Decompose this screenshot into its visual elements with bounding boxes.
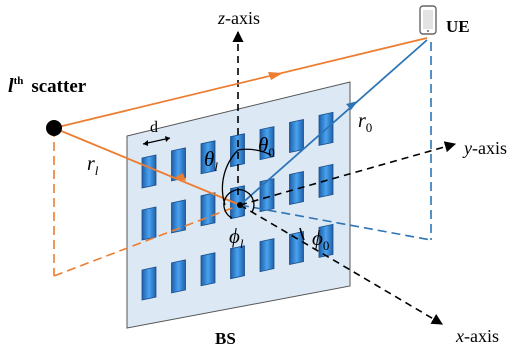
ue-path-arrowhead <box>346 101 358 110</box>
origin-point <box>237 202 243 208</box>
antenna-element <box>230 245 245 280</box>
antenna-element <box>200 140 216 175</box>
y-axis-label: y-axis <box>462 138 507 158</box>
scatter-to-bs-path <box>53 127 241 206</box>
antenna-array <box>141 111 334 301</box>
antenna-element <box>289 171 304 205</box>
z-axis-label: z-axis <box>217 8 260 28</box>
antenna-element <box>200 192 216 227</box>
r-l-label: rl <box>87 153 99 178</box>
y-axis-line <box>239 141 457 206</box>
antenna-element <box>141 154 157 189</box>
antenna-element <box>318 223 334 258</box>
antenna-element <box>259 178 275 213</box>
r-0-label: r0 <box>358 110 372 135</box>
phi-0-arc <box>299 227 305 241</box>
ue-phone-icon <box>419 5 437 35</box>
phi-l-arc <box>223 189 255 219</box>
antenna-element <box>259 238 275 273</box>
theta-l-arc <box>221 149 239 206</box>
x-axis-label: x-axis <box>455 326 499 346</box>
ue-label: UE <box>446 17 470 36</box>
ue-ground-projection <box>239 204 432 241</box>
ue-direct-path <box>239 39 428 206</box>
antenna-element <box>289 231 304 265</box>
theta-0-label: θ0 <box>258 133 275 160</box>
antenna-element <box>171 199 186 234</box>
antenna-element <box>171 259 186 294</box>
antenna-element <box>141 206 157 241</box>
antenna-element <box>171 147 186 182</box>
d-label: d <box>150 119 158 136</box>
theta-0-arc <box>237 148 272 156</box>
scatter-path-arrowhead <box>268 72 283 80</box>
scatter-to-ue-path <box>53 37 428 129</box>
antenna-element <box>289 119 304 153</box>
phi-l-label: ϕl <box>229 224 244 251</box>
x-axis-line <box>239 204 443 325</box>
scatter-point <box>46 120 62 136</box>
theta-l-label: θl <box>204 147 218 174</box>
bs-label: BS <box>215 329 236 348</box>
scatter-ground-projection <box>53 204 241 277</box>
scatter-bs-arrowhead <box>174 173 186 181</box>
antenna-element <box>141 266 157 301</box>
phi-0-label: ϕ0 <box>312 226 329 253</box>
antenna-element <box>200 252 216 287</box>
